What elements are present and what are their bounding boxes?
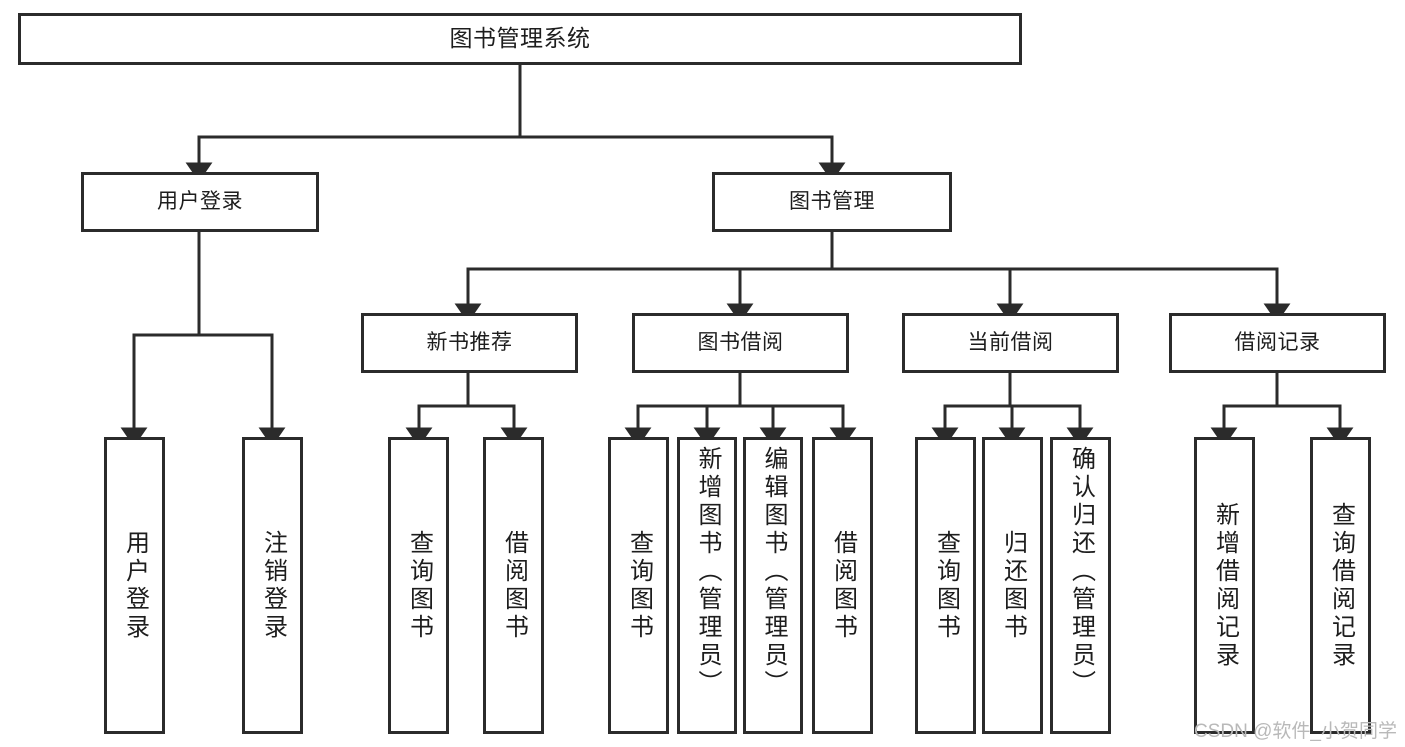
node-label: 查询图书: [625, 529, 653, 642]
leaf-user-logout[interactable]: 注销登录: [242, 437, 303, 734]
leaf-user-login[interactable]: 用户登录: [104, 437, 165, 734]
leaf-add-book-admin[interactable]: 新增图书（管理员）: [677, 437, 737, 734]
csdn-watermark: CSDN @软件_小贺同学: [1194, 721, 1397, 742]
leaf-add-borrow-record[interactable]: 新增借阅记录: [1194, 437, 1255, 734]
node-label: 借阅图书: [500, 529, 528, 642]
node-label: 查询图书: [932, 529, 960, 642]
node-book-management[interactable]: 图书管理: [712, 172, 952, 232]
node-label: 新增借阅记录: [1211, 501, 1239, 670]
node-user-login[interactable]: 用户登录: [81, 172, 319, 232]
leaf-return-book[interactable]: 归还图书: [982, 437, 1043, 734]
node-label: 借阅记录: [1234, 330, 1321, 354]
leaf-confirm-return-admin[interactable]: 确认归还（管理员）: [1050, 437, 1111, 734]
node-label: 图书管理系统: [449, 25, 591, 52]
node-label: 图书管理: [789, 189, 875, 213]
leaf-borrow-book-recommend[interactable]: 借阅图书: [483, 437, 544, 734]
node-label: 查询借阅记录: [1327, 501, 1355, 670]
node-book-borrow[interactable]: 图书借阅: [632, 313, 849, 373]
node-label: 新书推荐: [426, 330, 513, 354]
node-label: 归还图书: [999, 529, 1027, 642]
node-label: 借阅图书: [829, 529, 857, 642]
node-label: 编辑图书（管理员）: [760, 446, 787, 698]
leaf-query-book-recommend[interactable]: 查询图书: [388, 437, 449, 734]
node-label: 图书借阅: [697, 330, 784, 354]
node-label: 当前借阅: [967, 330, 1054, 354]
node-borrow-record[interactable]: 借阅记录: [1169, 313, 1386, 373]
node-label: 用户登录: [157, 189, 243, 213]
leaf-query-book-borrow[interactable]: 查询图书: [608, 437, 669, 734]
leaf-borrow-book[interactable]: 借阅图书: [812, 437, 873, 734]
node-label: 确认归还（管理员）: [1067, 446, 1095, 698]
node-label: 查询图书: [405, 529, 433, 642]
node-root-system[interactable]: 图书管理系统: [18, 13, 1022, 65]
node-current-borrow[interactable]: 当前借阅: [902, 313, 1119, 373]
node-label: 用户登录: [121, 529, 149, 642]
leaf-edit-book-admin[interactable]: 编辑图书（管理员）: [743, 437, 803, 734]
node-new-book-recommend[interactable]: 新书推荐: [361, 313, 578, 373]
node-label: 新增图书（管理员）: [694, 446, 721, 698]
leaf-query-book-current[interactable]: 查询图书: [915, 437, 976, 734]
leaf-query-borrow-record[interactable]: 查询借阅记录: [1310, 437, 1371, 734]
node-label: 注销登录: [259, 529, 287, 642]
